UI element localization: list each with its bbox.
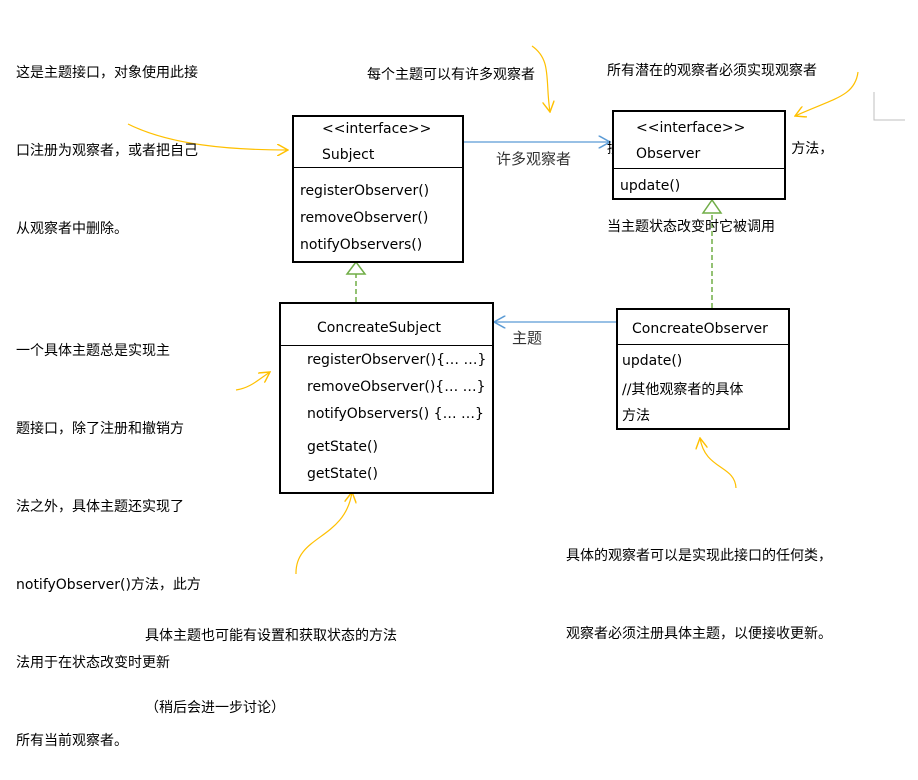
note-arrow-subject [127,123,288,150]
relation-label-subject: 主题 [512,329,543,347]
observer-stereotype: <<interface>> [636,120,746,136]
subject-method: notifyObservers() [300,237,423,253]
note-line: 每个主题可以有许多观察者 [367,67,535,83]
note-line: 从观察者中删除。 [16,221,128,237]
subject-stereotype: <<interface>> [322,121,432,137]
observer-divider [614,168,784,169]
concrete-observer-divider [618,344,788,345]
concrete-subject-class-name: ConcreateSubject [317,320,441,336]
relation-label-many-observers: 许多观察者 [496,150,572,168]
subject-method: removeObserver() [300,210,429,226]
concrete-subject-state-method: getState() [307,466,378,482]
note-get-set-state: 具体主题也可能有设置和获取状态的方法 （稍后会进一步讨论） [145,576,397,744]
concrete-observer-box: ConcreateObserver update() //其他观察者的具体 方法 [616,308,790,430]
note-line: 当主题状态改变时它被调用 [607,219,775,235]
note-line: （稍后会进一步讨论） [145,700,285,716]
concrete-observer-method: //其他观察者的具体 [622,382,744,398]
realization-observer-arrowhead [701,198,723,214]
subject-method: registerObserver() [300,183,430,199]
concrete-observer-class-name: ConcreateObserver [632,321,768,337]
note-line: 题接口，除了注册和撤销方 [16,421,184,437]
note-subject-interface: 这是主题接口，对象使用此接 口注册为观察者，或者把自己 从观察者中删除。 [16,8,198,268]
note-line: 所有潜在的观察者必须实现观察者 [607,63,817,79]
note-line: 一个具体主题总是实现主 [16,343,170,359]
concrete-subject-method: removeObserver(){… …} [307,379,486,395]
note-arrow-concrete-observer [700,438,737,489]
note-line: 这是主题接口，对象使用此接 [16,65,198,81]
concrete-subject-box: ConcreateSubject registerObserver(){… …}… [279,302,494,494]
note-many-observers: 每个主题可以有许多观察者 [367,10,535,114]
note-line: 观察者必须注册具体主题，以便接收更新。 [566,626,832,642]
note-arrow-concrete-subject [235,372,270,391]
subject-interface-box: <<interface>> Subject registerObserver()… [292,115,464,263]
realization-subject-arrowhead [345,260,367,275]
note-concrete-observer: 具体的观察者可以是实现此接口的任何类， 观察者必须注册具体主题，以便接收更新。 [566,491,832,673]
note-line: notifyObserver()方法，此方 [16,577,201,593]
note-arrow-state [295,492,352,575]
concrete-subject-method: registerObserver(){… …} [307,352,487,368]
note-arrow-many-observers [531,45,550,112]
observer-class-name: Observer [636,146,701,162]
concrete-observer-method: 方法 [622,408,650,424]
connectors-layer [127,45,905,575]
concrete-subject-method: notifyObservers() {… …} [307,406,484,422]
subject-class-name: Subject [322,147,375,163]
note-line: 具体主题也可能有设置和获取状态的方法 [145,628,397,644]
concrete-observer-method: update() [622,353,683,369]
note-arrow-observer [795,71,859,116]
note-line: 法之外，具体主题还实现了 [16,499,184,515]
corner-mark [873,92,905,121]
note-line: 口注册为观察者，或者把自己 [16,143,198,159]
observer-interface-box: <<interface>> Observer update() [612,110,786,200]
concrete-subject-state-method: getState() [307,439,378,455]
note-line: 具体的观察者可以是实现此接口的任何类， [566,548,832,564]
concrete-subject-divider [281,345,492,346]
observer-method: update() [620,178,681,194]
subject-divider [294,167,462,168]
